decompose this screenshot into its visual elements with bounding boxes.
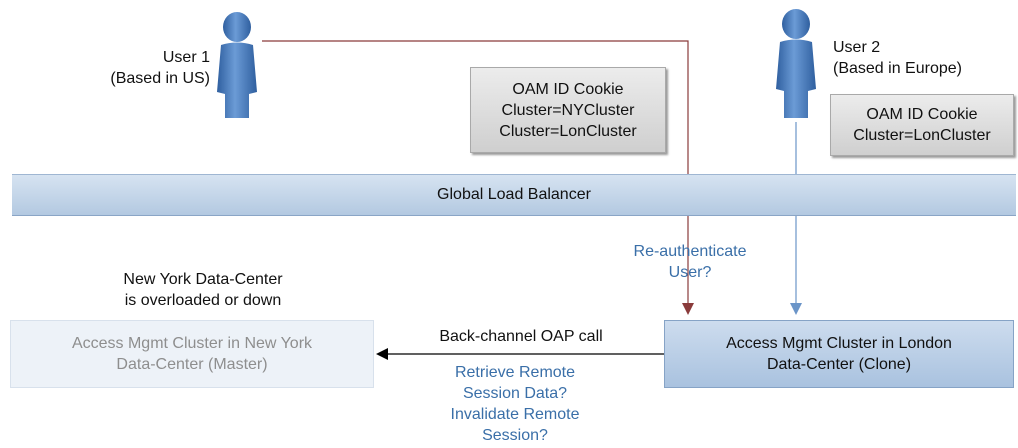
user2-location: (Based in Europe) [833, 60, 962, 77]
user2-arrowhead [790, 303, 802, 315]
london-cluster-line1: Access Mgmt Cluster in London [726, 335, 952, 352]
ny-note-line2: is overloaded or down [124, 292, 282, 309]
global-load-balancer: Global Load Balancer [12, 174, 1016, 216]
remote-line4: Session? [482, 427, 548, 444]
user1-name: User 1 [162, 49, 210, 66]
user1-person-icon [217, 12, 257, 118]
ny-cluster-line1: Access Mgmt Cluster in New York [71, 335, 313, 352]
backchannel-arrowhead [376, 348, 388, 360]
reauth-question: Re-authenticate User? [610, 241, 770, 283]
user2-label: User 2 (Based in Europe) [833, 37, 1003, 79]
user2-name: User 2 [833, 39, 881, 56]
cookie-left-title: OAM ID Cookie [512, 80, 624, 98]
cookie-right-lon: Cluster=LonCluster [853, 127, 991, 144]
user2-person-icon [776, 9, 816, 118]
user1-label: User 1 (Based in US) [80, 47, 210, 89]
cookie-left-ny: Cluster=NYCluster [501, 101, 635, 119]
ny-cluster-box: Access Mgmt Cluster in New York Data-Cen… [10, 320, 374, 388]
cookie-box-right: OAM ID Cookie Cluster=LonCluster [830, 94, 1014, 156]
london-cluster-line2: Data-Center (Clone) [766, 356, 912, 373]
ny-note-line1: New York Data-Center [123, 271, 283, 288]
cookie-left-lon: Cluster=LonCluster [499, 122, 637, 140]
user1-arrowhead [682, 303, 694, 315]
cookie-box-left: OAM ID Cookie Cluster=NYCluster Cluster=… [470, 67, 666, 153]
ny-cluster-line2: Data-Center (Master) [116, 356, 268, 373]
backchannel-label: Back-channel OAP call [439, 328, 603, 345]
remote-session-questions: Retrieve Remote Session Data? Invalidate… [430, 362, 600, 446]
user1-location: (Based in US) [110, 70, 210, 87]
cookie-right-title: OAM ID Cookie [866, 106, 978, 123]
reauth-line1: Re-authenticate [633, 243, 747, 260]
reauth-line2: User? [668, 264, 712, 281]
remote-line2: Session Data? [462, 385, 568, 402]
remote-line3: Invalidate Remote [450, 406, 580, 423]
ny-status-note: New York Data-Center is overloaded or do… [98, 269, 308, 311]
user1-connector [262, 40, 689, 305]
remote-line1: Retrieve Remote [454, 364, 576, 381]
load-balancer-label: Global Load Balancer [437, 186, 591, 203]
london-cluster-box: Access Mgmt Cluster in London Data-Cente… [664, 320, 1014, 388]
